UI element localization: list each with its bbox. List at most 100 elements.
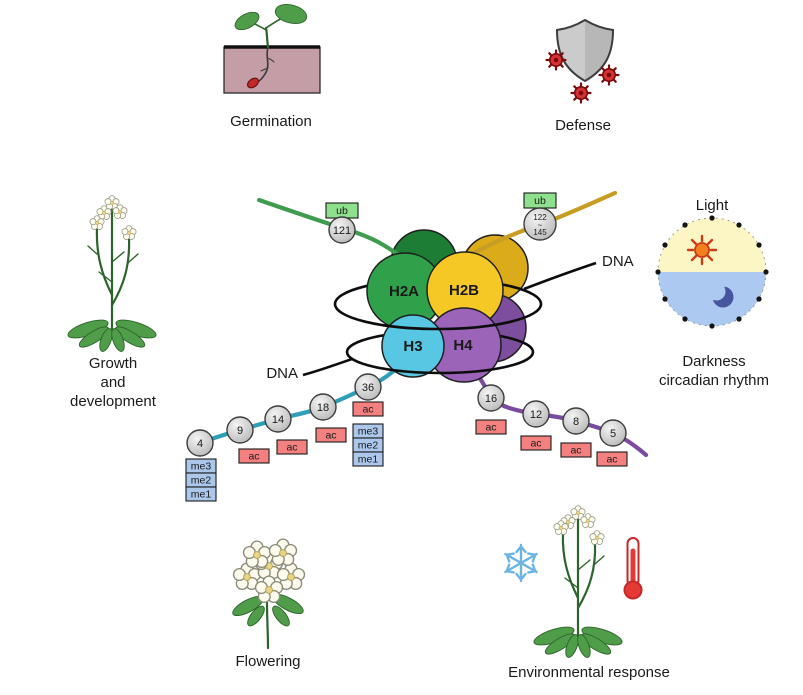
me3-label: me3	[358, 426, 379, 438]
soil	[223, 46, 321, 94]
ac-box	[596, 451, 628, 467]
ac-box	[276, 439, 308, 455]
rosette-leaf	[99, 328, 113, 352]
dial-dot	[682, 222, 688, 228]
defense-label: Defense	[555, 117, 611, 134]
residue-number: 121	[333, 225, 351, 237]
ac-label: ac	[362, 404, 373, 416]
ac-label: ac	[325, 430, 336, 442]
me2-label: me2	[358, 440, 379, 452]
leaf	[272, 605, 290, 627]
flower-icon	[121, 225, 137, 240]
cotyledon-right	[274, 3, 308, 25]
silique	[98, 271, 113, 283]
dial-dot	[662, 242, 668, 248]
me1-label: me1	[191, 489, 212, 501]
flower-icon	[589, 530, 605, 545]
ac-box	[238, 448, 270, 464]
ac-label: ac	[530, 438, 541, 450]
rosette-leaf	[78, 326, 110, 348]
darkness-label: Darkness	[682, 353, 745, 370]
residue-number: 12	[530, 409, 542, 421]
h2a-label: H2A	[389, 283, 419, 300]
residue-circle	[264, 405, 292, 433]
residue-range-tilde: ~	[538, 221, 543, 230]
h3-residue-14: ac 14	[264, 405, 308, 455]
rootlet	[260, 67, 269, 72]
dial-dot	[682, 316, 688, 322]
h3-residue-9: ac 9	[226, 416, 270, 464]
flowering-illustration: Flowering	[232, 538, 306, 670]
residue-number-bottom: 145	[533, 228, 547, 237]
silique	[87, 245, 98, 255]
rosette-leaf	[565, 634, 579, 658]
growth-label-line1: Growth	[89, 355, 137, 372]
ac-label: ac	[606, 454, 617, 466]
plant-stem-branch	[95, 226, 114, 297]
ac-label: ac	[485, 422, 496, 434]
dial-dot	[736, 316, 742, 322]
h2b-label: H2B	[449, 282, 479, 299]
germination-label: Germination	[230, 113, 312, 130]
shield-outline	[555, 18, 615, 83]
flower-icon	[254, 575, 284, 604]
dna-linker-left	[302, 357, 353, 377]
dna-wrap-lower-front	[345, 351, 535, 375]
plant-stem-branch	[110, 236, 131, 307]
dial-dot	[709, 323, 715, 329]
residue-circle	[354, 373, 382, 401]
residue-number: 16	[485, 393, 497, 405]
dial-dot	[736, 222, 742, 228]
ub-label: ub	[534, 195, 546, 207]
silique	[128, 253, 139, 263]
pathogen-icon	[570, 82, 592, 104]
cotyledon-left	[234, 11, 260, 31]
h4-label: H4	[453, 337, 473, 354]
ac-box	[352, 401, 384, 417]
me1-box	[185, 486, 217, 502]
residue-number: 9	[237, 425, 243, 437]
silique	[577, 559, 591, 571]
ac-box	[520, 435, 552, 451]
circadian-rhythm-label: circadian rhythm	[659, 372, 769, 389]
rosette-leaf	[114, 326, 146, 348]
ac-label: ac	[570, 445, 581, 457]
leaf	[247, 605, 265, 627]
residue-number: 4	[197, 438, 203, 450]
residue-circle	[523, 207, 557, 241]
seedling-stem	[264, 26, 270, 49]
ac-box	[560, 442, 592, 458]
light-label: Light	[696, 197, 729, 214]
growth-illustration: Growth and development	[67, 195, 157, 410]
dial-dot	[709, 215, 715, 221]
growth-label-line3: development	[70, 393, 157, 410]
pathogen-icon	[598, 64, 620, 86]
residue-number: 5	[610, 428, 616, 440]
residue-circle	[599, 419, 627, 447]
histone-h3	[381, 314, 445, 378]
growth-label-line2: and	[100, 374, 125, 391]
silique	[111, 251, 125, 263]
dna-wrap-upper-front	[333, 303, 543, 331]
dial-dot	[763, 269, 769, 275]
residue-circle	[562, 407, 590, 435]
h4-residue-5: ac 5	[596, 419, 628, 467]
shield-highlight	[557, 20, 585, 81]
me2-label: me2	[191, 475, 212, 487]
dna-linker-right	[523, 261, 597, 291]
environment-illustration: Environmental response	[504, 505, 670, 681]
residue-number: 18	[317, 402, 329, 414]
ac-box	[315, 427, 347, 443]
plant-stem-branch	[561, 531, 580, 600]
thermometer-icon	[623, 537, 643, 600]
rosette-leaf	[111, 328, 125, 352]
dna-label-left: DNA	[266, 365, 298, 382]
snowflake-icon	[504, 543, 538, 583]
residue-circle	[226, 416, 254, 444]
h3-label: H3	[403, 338, 422, 355]
h3-residue-36: ac me3 me2 me1 36	[352, 373, 384, 467]
residue-circle	[477, 384, 505, 412]
ac-label: ac	[248, 451, 259, 463]
circadian-illustration: Light Darkness circadian rhythm	[655, 197, 769, 389]
dial-dot	[756, 242, 762, 248]
